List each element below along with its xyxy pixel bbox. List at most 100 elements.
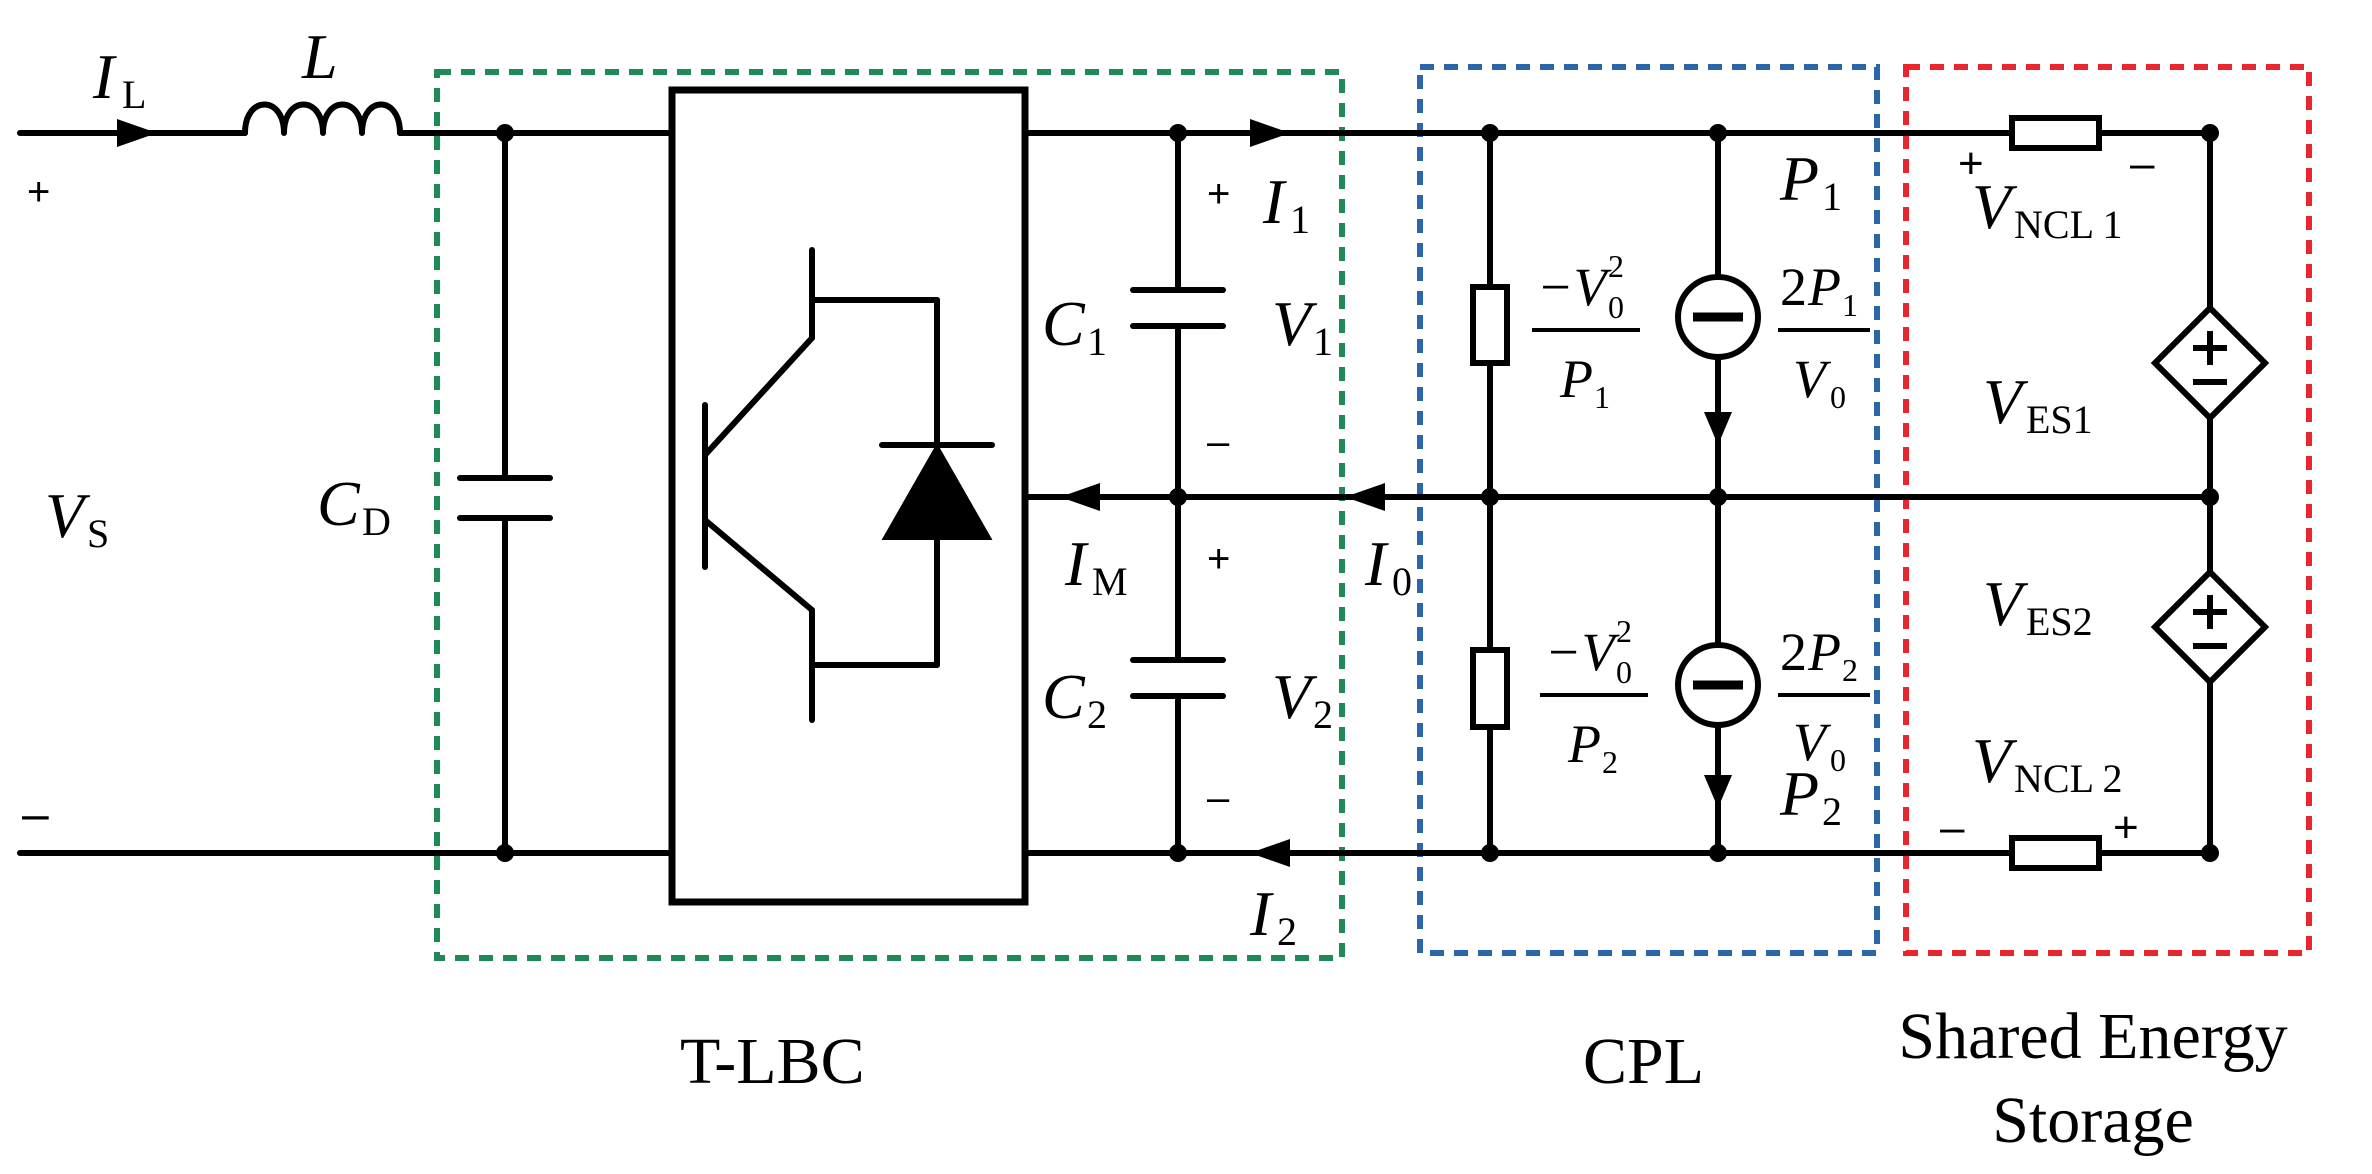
label-im: I M <box>1064 528 1128 604</box>
es2-source-symbol <box>2150 567 2270 687</box>
svg-text:C: C <box>1042 661 1086 732</box>
svg-text:P: P <box>1779 758 1819 829</box>
label-i1: I 1 <box>1262 166 1310 242</box>
label-i0: I 0 <box>1364 528 1412 604</box>
svg-text:I: I <box>1262 166 1287 237</box>
capacitor-c1-symbol <box>1130 287 1226 329</box>
svg-text:1: 1 <box>1842 287 1858 323</box>
svg-text:ES2: ES2 <box>2026 599 2093 644</box>
svg-text:P: P <box>1567 714 1601 774</box>
svg-text:D: D <box>362 499 391 544</box>
svg-text:2: 2 <box>1616 613 1632 649</box>
es1-source-symbol <box>2150 303 2270 423</box>
fraction-r2-value: −V 0 2 P 2 <box>1540 613 1648 780</box>
storage-caption-line2: Storage <box>1992 1084 2194 1157</box>
svg-text:–: – <box>2130 139 2155 188</box>
svg-text:NCL 2: NCL 2 <box>2014 756 2123 801</box>
svg-text:V: V <box>45 480 91 551</box>
svg-text:1: 1 <box>1594 379 1610 415</box>
label-il: I L <box>92 41 146 117</box>
capacitor-cd-symbol <box>457 475 553 521</box>
svg-text:2: 2 <box>1842 652 1858 688</box>
svg-text:1: 1 <box>1822 174 1842 219</box>
cpl-block-boundary <box>1417 64 1880 956</box>
svg-text:1: 1 <box>1087 319 1107 364</box>
resistor-r1-symbol <box>1470 284 1510 366</box>
svg-text:V: V <box>1793 349 1832 409</box>
svg-text:P: P <box>1807 622 1841 682</box>
ncl2-resistor-symbol <box>2009 835 2102 871</box>
label-c1: C 1 <box>1042 288 1107 364</box>
svg-text:1: 1 <box>1290 197 1310 242</box>
svg-text:2: 2 <box>1602 744 1618 780</box>
svg-text:I: I <box>1249 878 1274 949</box>
tlbc-caption: T-LBC <box>680 1025 865 1098</box>
svg-text:+: + <box>1958 139 1984 188</box>
igbt-symbol <box>702 247 940 723</box>
svg-text:S: S <box>87 511 109 556</box>
svg-text:C: C <box>317 468 361 539</box>
svg-text:+: + <box>1207 537 1230 581</box>
svg-text:P: P <box>1559 349 1593 409</box>
label-v1: V 1 <box>1272 288 1333 364</box>
label-p1: P 1 <box>1779 143 1842 219</box>
tlbc-block-boundary <box>434 69 1345 961</box>
svg-text:0: 0 <box>1392 559 1412 604</box>
converter-switch-box <box>668 86 1029 906</box>
svg-text:–: – <box>1207 776 1230 820</box>
svg-text:P: P <box>1807 257 1841 317</box>
svg-text:−V: −V <box>1545 622 1620 682</box>
label-l: L <box>301 21 338 92</box>
resistor-r2-symbol <box>1470 647 1510 730</box>
capacitor-c2-symbol <box>1130 657 1226 699</box>
fraction-r1-value: −V 0 2 P 1 <box>1532 248 1640 415</box>
svg-text:2: 2 <box>1822 789 1842 834</box>
fraction-cs2-value: 2 P 2 V 0 <box>1778 622 1870 778</box>
svg-text:I: I <box>1364 528 1389 599</box>
current-source-1-symbol <box>1675 274 1761 445</box>
junction-dots <box>496 124 2219 862</box>
svg-text:V: V <box>1793 712 1832 772</box>
svg-text:–: – <box>1940 803 1965 852</box>
svg-text:2: 2 <box>1313 692 1333 737</box>
svg-text:+: + <box>2113 803 2139 852</box>
cpl-caption: CPL <box>1583 1025 1704 1098</box>
svg-text:P: P <box>1779 143 1819 214</box>
inductor-l-symbol <box>242 101 403 136</box>
svg-text:V: V <box>1272 661 1318 732</box>
svg-text:V: V <box>1972 725 2018 796</box>
svg-text:0: 0 <box>1608 289 1624 325</box>
label-vncl1: V NCL 1 <box>1972 171 2123 247</box>
svg-text:V: V <box>1972 171 2018 242</box>
diode-symbol <box>879 442 995 540</box>
polarity-signs: + – + – + – + – – + <box>22 139 2155 852</box>
svg-text:0: 0 <box>1830 379 1846 415</box>
current-arrows <box>117 119 1385 867</box>
svg-text:1: 1 <box>1313 319 1333 364</box>
svg-text:−V: −V <box>1537 257 1612 317</box>
label-v2: V 2 <box>1272 661 1333 737</box>
svg-text:+: + <box>1207 172 1230 216</box>
label-vncl2: V NCL 2 <box>1972 725 2123 801</box>
svg-text:2: 2 <box>1277 909 1297 954</box>
svg-text:2: 2 <box>1087 692 1107 737</box>
fraction-cs1-value: 2 P 1 V 0 <box>1778 257 1870 415</box>
svg-text:I: I <box>92 41 117 112</box>
svg-text:–: – <box>1207 420 1230 464</box>
svg-text:0: 0 <box>1830 742 1846 778</box>
svg-text:V: V <box>1272 288 1318 359</box>
svg-text:+: + <box>27 170 50 214</box>
svg-text:I: I <box>1064 528 1089 599</box>
storage-caption-line1: Shared Energy <box>1898 1000 2287 1073</box>
svg-text:V: V <box>1983 568 2029 639</box>
svg-text:L: L <box>122 72 146 117</box>
storage-block-boundary <box>1903 64 2312 956</box>
label-cd: C D <box>317 468 391 544</box>
svg-text:–: – <box>22 788 49 841</box>
ncl1-resistor-symbol <box>2009 115 2102 151</box>
label-c2: C 2 <box>1042 661 1107 737</box>
label-vs: V S <box>45 480 109 556</box>
label-p2: P 2 <box>1779 758 1842 834</box>
svg-text:2: 2 <box>1608 248 1624 284</box>
